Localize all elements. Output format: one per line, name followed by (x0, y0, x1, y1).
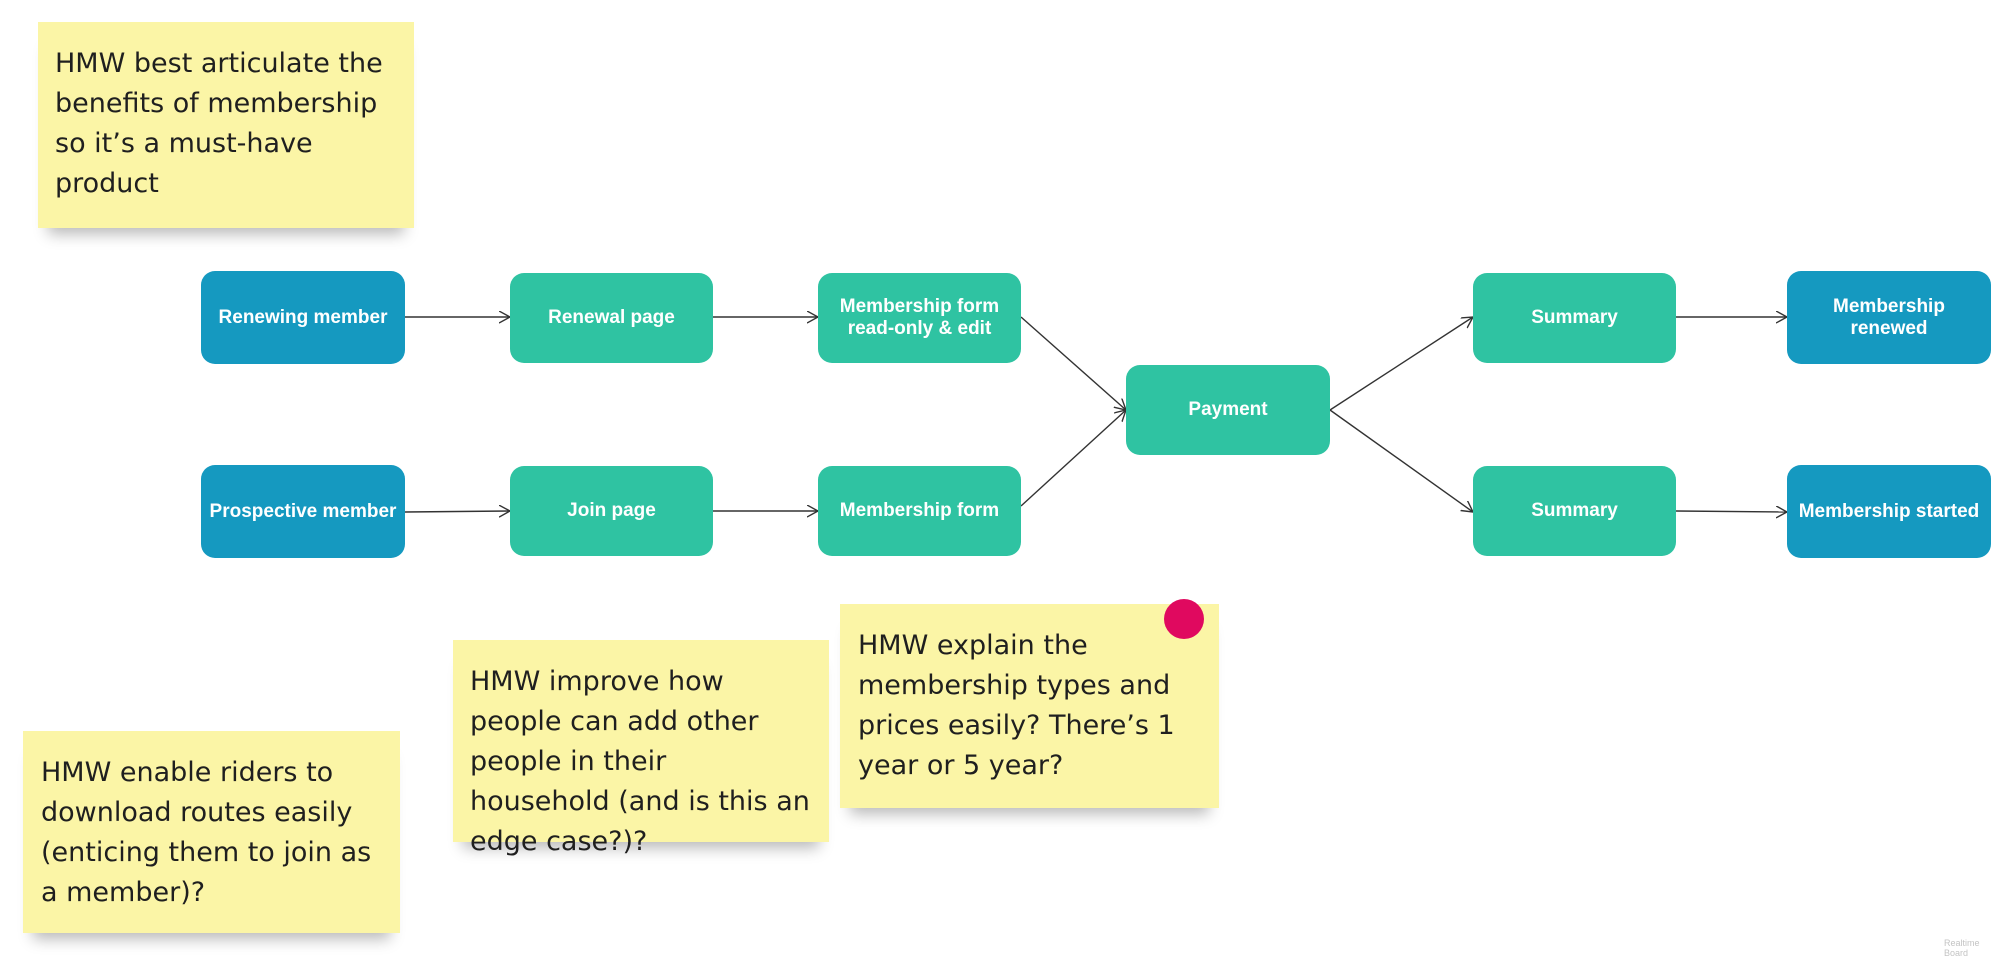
node-payment[interactable]: Payment (1126, 365, 1330, 455)
pin-icon (1164, 599, 1204, 639)
connector-payment-to-summary-top (1329, 317, 1473, 411)
node-membership-renewed[interactable]: Membership renewed (1787, 271, 1991, 364)
connector-prospective-to-join (404, 511, 510, 512)
sticky-note-benefits[interactable]: HMW best articulate the benefits of memb… (38, 22, 414, 228)
node-membership-started[interactable]: Membership started (1787, 465, 1991, 558)
sticky-note-routes[interactable]: HMW enable riders to download routes eas… (23, 731, 400, 933)
sticky-note-household[interactable]: HMW improve how people can add other peo… (453, 640, 829, 857)
connector-form-edit-to-payment (1020, 316, 1126, 410)
node-renewing-member[interactable]: Renewing member (201, 271, 405, 364)
sticky-note-text: HMW explain the membership types and pri… (858, 630, 1175, 781)
connector-payment-to-summary-bottom (1329, 409, 1473, 512)
node-prospective-member[interactable]: Prospective member (201, 465, 405, 558)
sticky-note-membership-types[interactable]: HMW explain the membership types and pri… (840, 604, 1219, 808)
watermark: RealtimeBoard (1944, 938, 1980, 958)
node-join-page[interactable]: Join page (510, 466, 713, 556)
sticky-note-text: HMW improve how people can add other peo… (470, 666, 810, 857)
connector-form-to-payment (1020, 410, 1126, 507)
node-summary-top[interactable]: Summary (1473, 273, 1676, 363)
node-summary-bottom[interactable]: Summary (1473, 466, 1676, 556)
sticky-note-text: HMW best articulate the benefits of memb… (55, 48, 383, 199)
node-membership-form[interactable]: Membership form (818, 466, 1021, 556)
node-renewal-page[interactable]: Renewal page (510, 273, 713, 363)
connector-summary-to-started (1675, 511, 1787, 512)
sticky-note-text: HMW enable riders to download routes eas… (41, 757, 372, 908)
node-membership-form-edit[interactable]: Membership form read-only & edit (818, 273, 1021, 363)
